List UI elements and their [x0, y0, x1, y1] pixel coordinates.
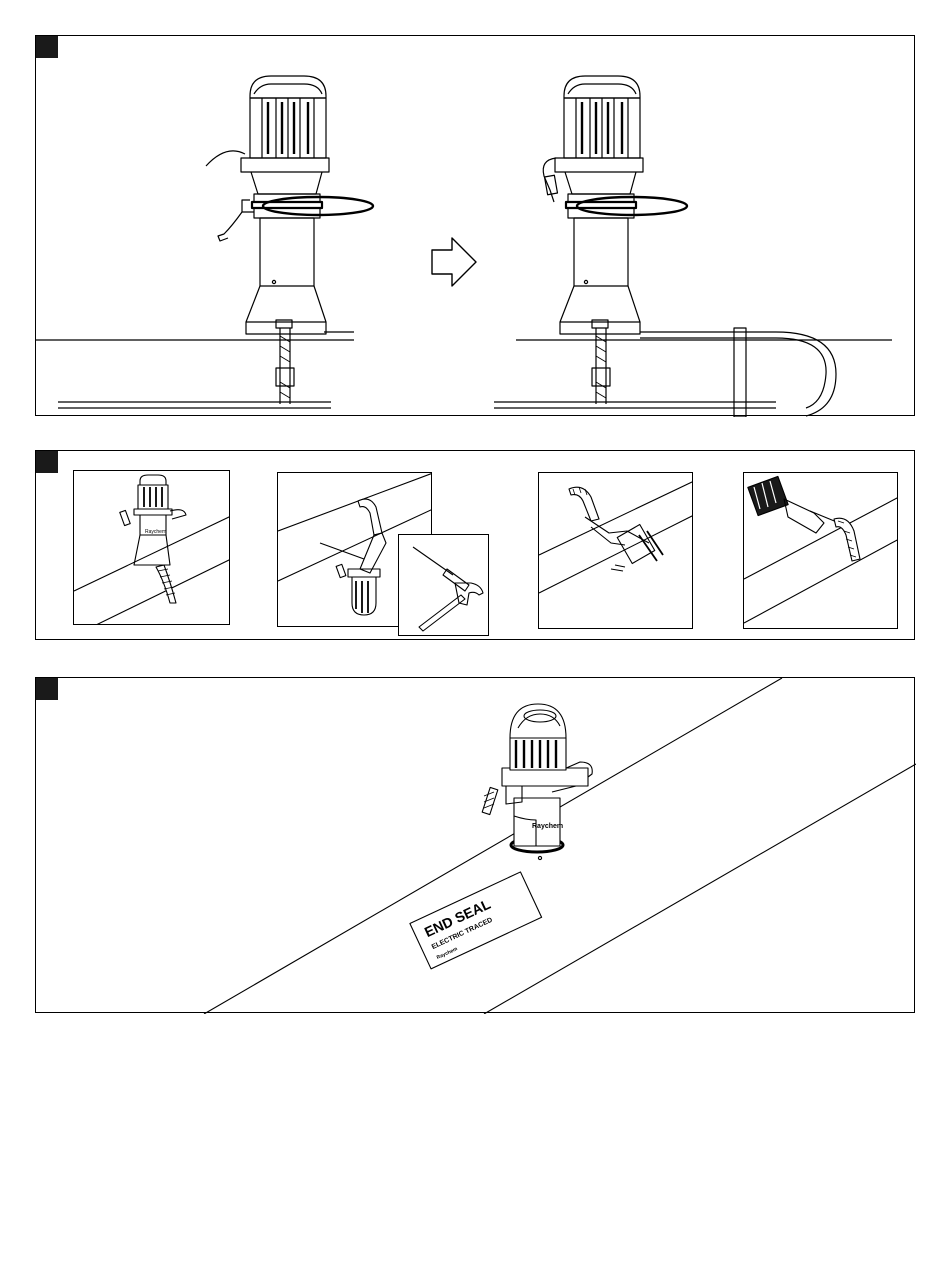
screwdriver-icon [413, 547, 469, 591]
end-seal-before-assembly [36, 76, 373, 408]
substep-tools-inset [398, 534, 489, 636]
panel-1-illustration [36, 36, 916, 417]
arrow-next-icon [432, 238, 476, 286]
svg-text:Raychem: Raychem [145, 529, 166, 535]
step-panel-2: Raychem [35, 450, 915, 640]
end-seal-after-assembly [494, 76, 892, 417]
substep-rotate-device [538, 472, 693, 629]
substep-attach-to-pipe: Raychem [73, 470, 230, 625]
step-marker-2 [36, 451, 58, 473]
end-seal-device: Raychem [482, 704, 592, 860]
product-mark: Raychem [532, 823, 563, 830]
end-seal-label: END SEAL ELECTRIC TRACED Raychem [410, 872, 542, 969]
panel-3-illustration: END SEAL ELECTRIC TRACED Raychem Raychem [36, 678, 916, 1014]
step-panel-1 [35, 35, 915, 416]
step-panel-3: END SEAL ELECTRIC TRACED Raychem Raychem [35, 677, 915, 1013]
substep-secure-band [743, 472, 898, 629]
hammer-icon [419, 583, 483, 631]
